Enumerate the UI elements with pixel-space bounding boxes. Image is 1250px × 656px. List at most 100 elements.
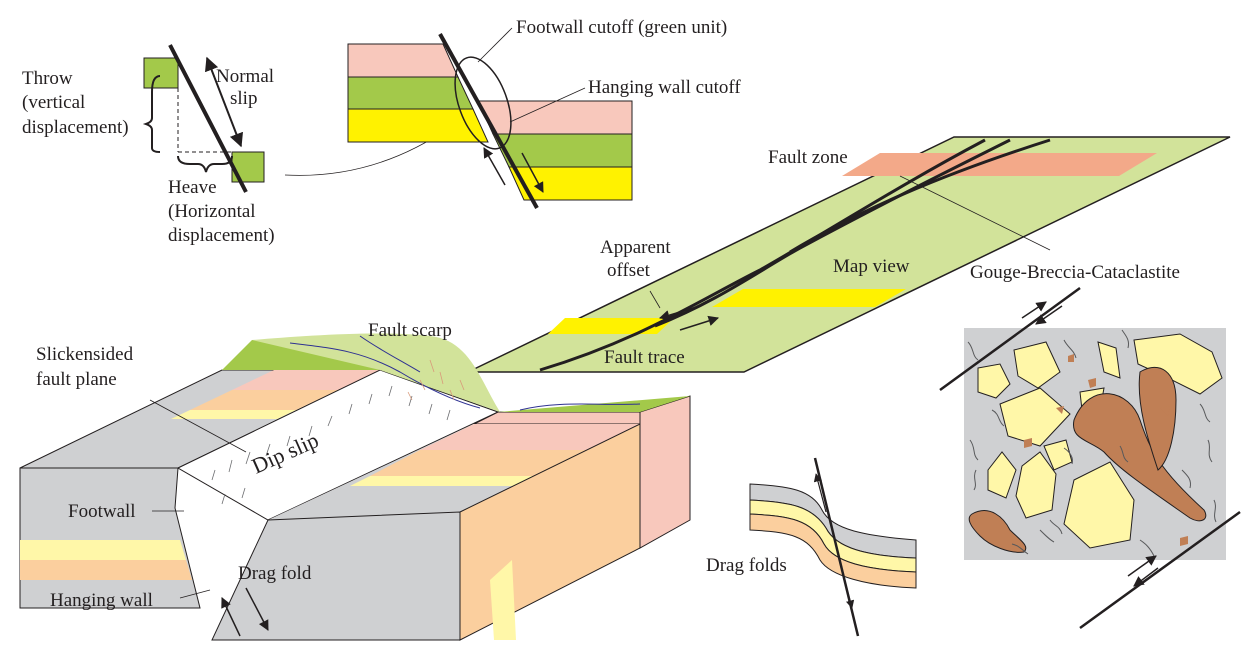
gouge-leader-line [899,175,1051,251]
map-yellow-band-right [712,289,906,307]
drag-fold-orange-layer [749,513,917,589]
footwall-green-block [143,57,179,89]
footwall-cutoff-label: Footwall cutoff (green unit) [516,17,727,38]
clast [1063,461,1135,549]
footwall-front-orange [20,560,192,580]
fault-trace-label: Fault trace [604,347,685,368]
drag-fold-up-arrow [813,473,827,513]
gouge-foliation-marks [967,329,1217,557]
footwall-label: Footwall [68,501,136,522]
map-right-arrow [679,315,720,331]
side-yellow-band [490,560,516,640]
fault-scarp-label: Fault scarp [368,320,452,341]
hanging-wall-cutoff-leader [509,87,586,123]
hanging-wall-cutoff-label: Hanging wall cutoff [588,77,741,98]
shear-arrow [1021,301,1047,319]
normal-slip-label-2: slip [230,88,257,109]
hanging-wall-leader [179,589,211,599]
clast [987,451,1017,499]
cutoff-diagram: Footwall cutoff (green unit) Hanging wal… [347,17,741,209]
shear-arrow [1035,305,1063,325]
drag-fold-down-arrow [841,569,855,609]
clast [1097,341,1121,379]
clast [999,387,1071,447]
hanging-wall-top-yellow-band [350,476,542,486]
cutoff-yellow-lower [508,166,633,201]
gouge-lower-fault [1079,510,1241,630]
shear-arrow [1127,555,1157,577]
slickensided-label-2: fault plane [36,369,117,390]
fault-scarp-surface [252,333,500,412]
footwall-front-face [19,467,201,609]
map-view-label: Map view [833,256,910,277]
map-left-arrow [658,305,701,321]
throw-label-1: Throw [22,68,73,89]
gouge-label: Gouge-Breccia-Cataclastite [970,262,1180,283]
brown-clast-large [1073,393,1207,522]
normal-slip-label-1: Normal [216,66,274,87]
drag-fold-up-arrow [221,597,241,637]
slickenside-striations [211,385,451,505]
chip [1088,378,1096,388]
apparent-offset-label-1: Apparent [600,237,671,258]
cutoff-pink-lower [477,100,633,135]
hanging-wall-top-pink [473,411,641,425]
hanging-wall-label: Hanging wall [50,590,153,611]
map-salmon-band [842,153,1157,176]
normal-slip-arrow [205,56,243,148]
cutoff-green-lower [492,133,633,168]
chip [1160,406,1170,416]
drag-folds-label: Drag folds [706,555,787,576]
throw-label-2: (vertical [22,92,85,113]
clast [1013,341,1061,389]
drainage-lines [289,335,641,411]
shear-arrow [1133,567,1159,587]
drag-fold-label: Drag fold [238,563,312,584]
clast [977,363,1011,399]
clast [1015,451,1057,519]
chip [1056,406,1064,414]
footwall-top-orange [190,390,338,410]
footwall-front-yellow [20,540,186,560]
throw-label-3: displacement) [22,117,129,138]
cutoff-down-arrow [521,152,544,193]
chip [1068,354,1074,362]
slickensided-leader [149,399,247,453]
gouge-upper-fault [939,286,1081,392]
chip [1024,438,1032,448]
throw-brace [142,75,161,153]
footwall-top-pink [232,370,380,390]
hanging-wall-top-orange-band [370,450,590,476]
erosion-marks [407,359,465,401]
cutoff-ellipse [454,56,512,150]
cutoff-green-upper [347,76,474,110]
footwall-cutoff-leader [477,27,513,63]
chip [1180,536,1188,546]
slickensided-label-1: Slickensided [36,344,134,365]
fault-zone-label: Fault zone [768,147,848,168]
drag-fold-down-arrow [245,587,269,631]
gouge-breccia-panel [939,286,1241,630]
cutoff-fault-line [438,33,539,209]
apparent-offset-leader [649,290,661,309]
fault-zone-strand-1 [654,138,1011,328]
cutoff-up-arrow [483,147,506,186]
block-diagram: Fault scarp Slickensided fault plane Dip… [19,320,691,641]
hanging-wall-top-pink-band [420,424,640,450]
map-view-panel: Fault zone Apparent offset Map view Faul… [467,136,1231,373]
far-right-face [639,395,691,549]
clast [1133,333,1223,395]
footwall-top-yellow [171,410,296,419]
apparent-offset-label-2: offset [607,260,651,281]
heave-label-2: (Horizontal [168,201,256,222]
throw-heave-sketch: Throw (vertical displacement) Normal sli… [22,44,461,246]
heave-brace [177,155,233,173]
drag-folds-sketch: Drag folds [706,457,917,637]
fault-zone-strand-2 [789,138,1051,254]
brown-clast-small [968,510,1027,553]
heave-label-1: Heave [168,177,217,198]
map-view-plane [467,136,1231,373]
brown-clast-elongate [1138,366,1177,471]
